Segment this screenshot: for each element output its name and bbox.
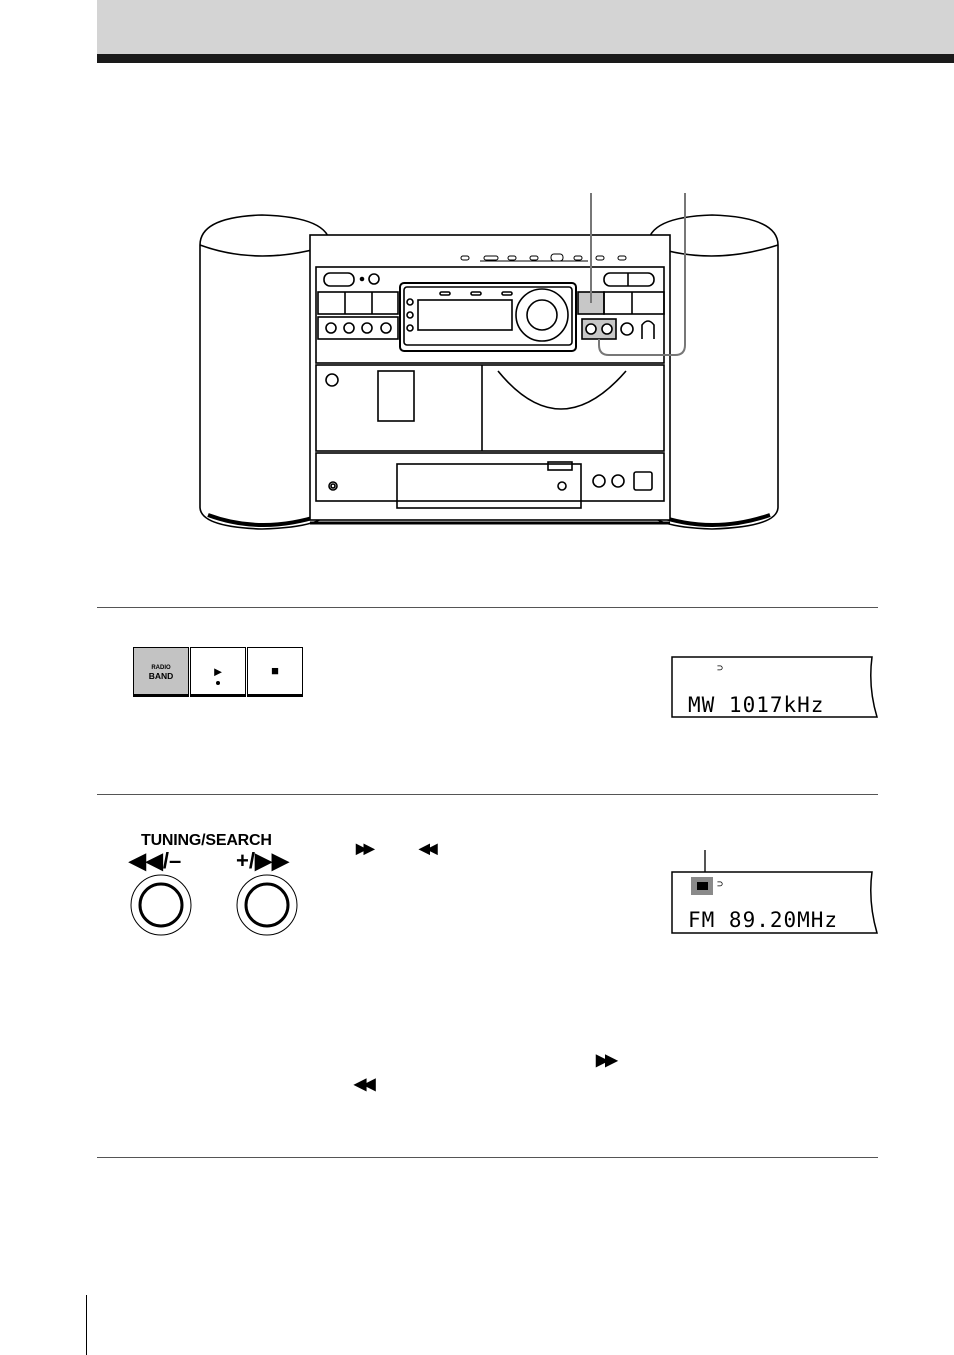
display-indicator: ⊃ [717, 879, 724, 890]
stereo-system-illustration [199, 193, 779, 530]
tuning-down-button [138, 882, 184, 928]
radio-band-button[interactable]: RADIO BAND [133, 647, 189, 697]
tuning-search-label: TUNING/SEARCH [141, 832, 272, 849]
tuning-up-button [244, 882, 290, 928]
section-divider [97, 794, 878, 795]
rewind-icon: ◀◀ [354, 1076, 376, 1093]
tuning-up-symbol: +/▶▶ [236, 848, 289, 873]
lcd-display-frame [671, 656, 879, 718]
lcd-display-frame [671, 871, 878, 934]
stop-icon: ■ [271, 663, 279, 678]
section-divider [97, 1157, 878, 1158]
tuning-knobs [130, 874, 298, 936]
rewind-icon: ◀◀ [419, 840, 437, 856]
step1-button-group: RADIO BAND ► ■ [133, 647, 303, 699]
display-frequency: MW 1017kHz [688, 693, 825, 717]
radio-band-label-bottom: BAND [148, 671, 174, 681]
stop-button[interactable]: ■ [247, 647, 303, 697]
dot-indicator [216, 681, 220, 685]
page-margin-line [86, 1295, 87, 1355]
tuning-down-symbol: ◀◀/– [129, 848, 182, 873]
play-icon: ► [211, 664, 225, 679]
fast-forward-icon: ▶▶ [596, 1052, 618, 1069]
section-divider [97, 607, 878, 608]
page-header-band [97, 0, 954, 54]
play-button[interactable]: ► [190, 647, 246, 697]
page-header-rule [97, 54, 954, 63]
display-frequency: FM 89.20MHz [688, 908, 839, 932]
fast-forward-icon: ▶▶ [356, 840, 374, 856]
indicator-leader-line [704, 850, 706, 876]
display-indicator: ⊃ [717, 663, 724, 674]
radio-band-label-top: RADIO [151, 665, 171, 671]
